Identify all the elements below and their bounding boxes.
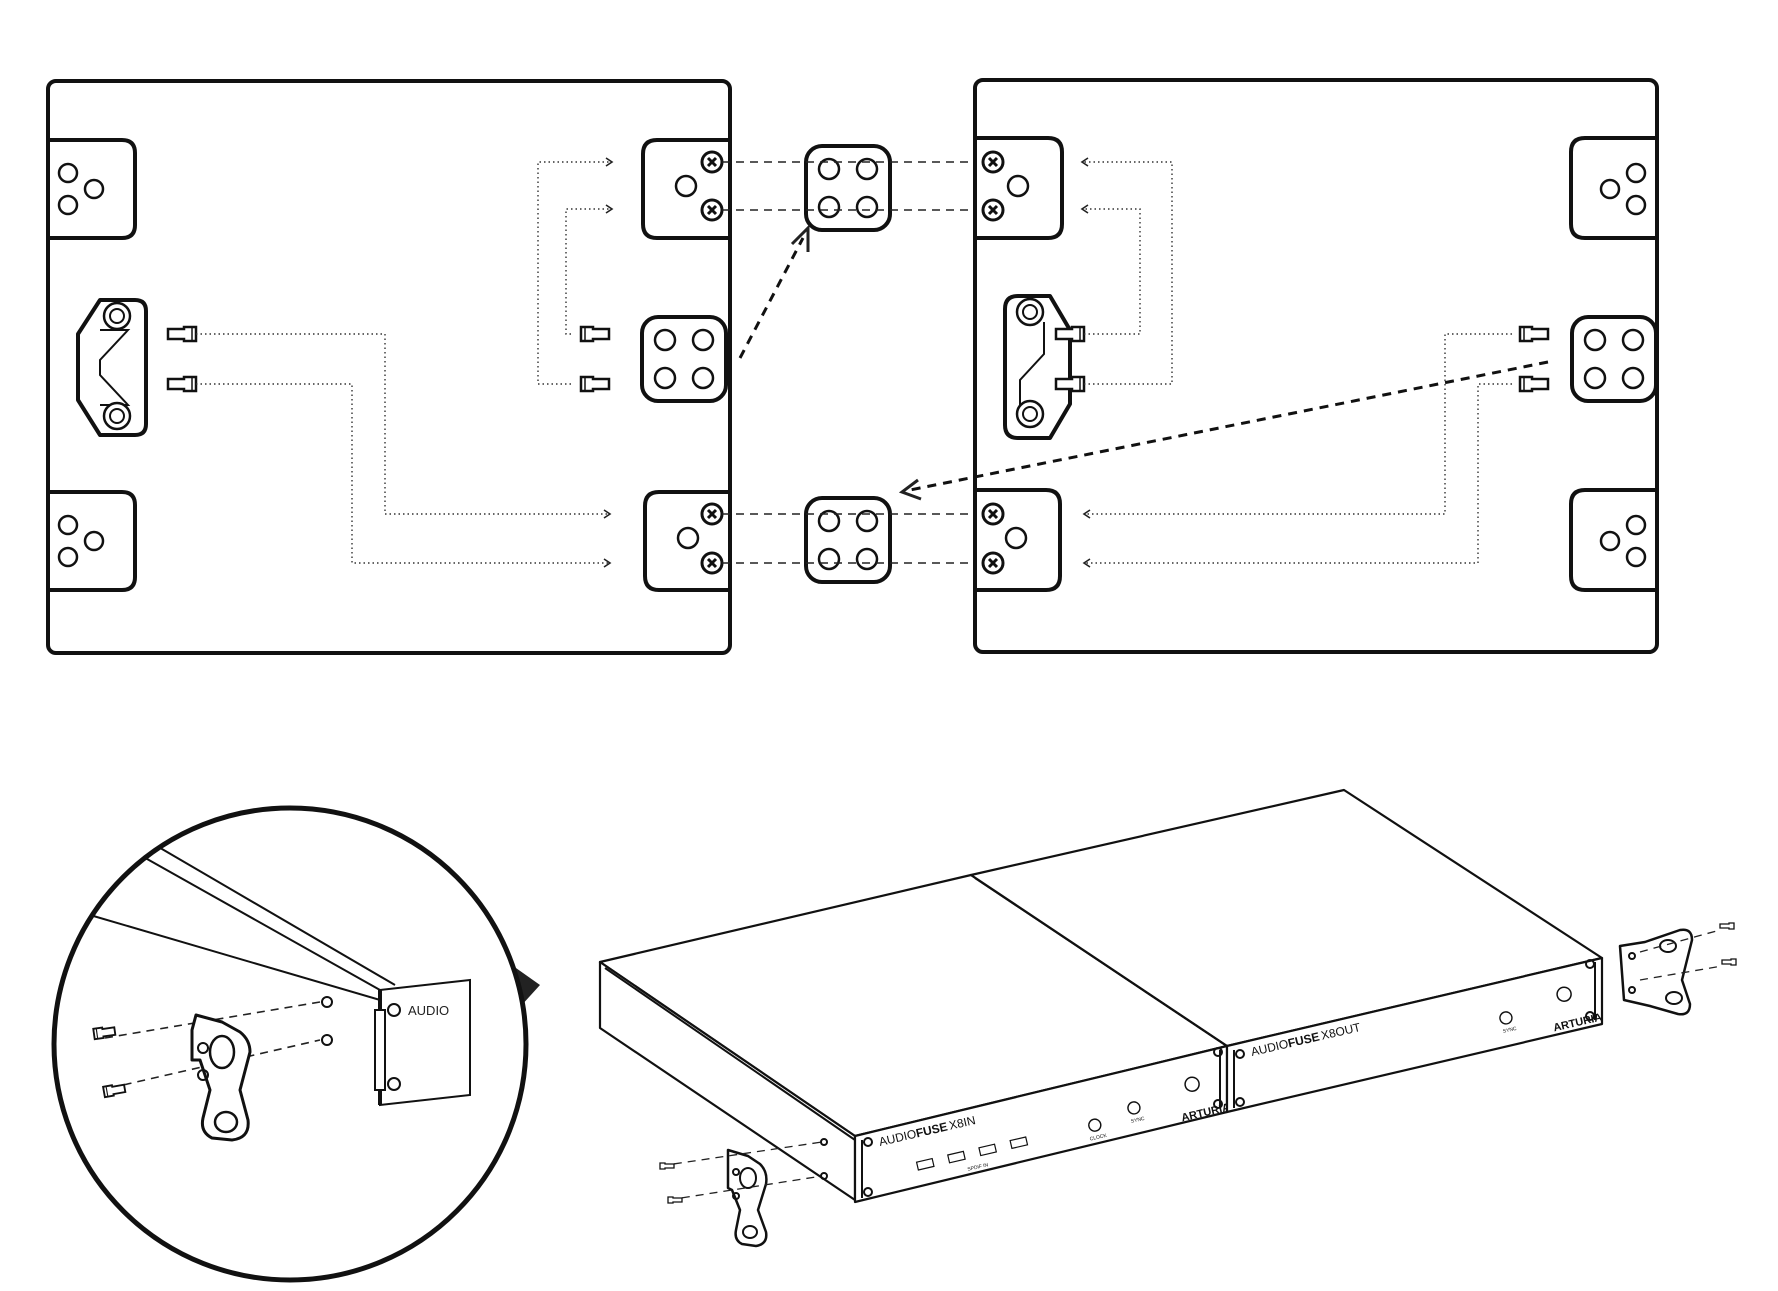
- screw-icon: [1054, 375, 1086, 393]
- sync-label: SYNC: [1502, 1026, 1517, 1035]
- zoom-detail: AUDIO: [51, 805, 540, 1283]
- rack-ear-stored-right: [1003, 294, 1072, 440]
- screw-icon: [166, 325, 198, 343]
- rack-ear-stored-left: [76, 298, 148, 437]
- move-arrow: [738, 237, 805, 359]
- rack-ear-zoom: [190, 1013, 252, 1142]
- foot-right-top: [641, 138, 730, 240]
- spdif-in-label: SPDIF IN: [967, 1162, 989, 1173]
- zoom-brand-label: AUDIO: [408, 1003, 449, 1018]
- foot-right-bottom: [643, 490, 730, 592]
- joining-plate: [1570, 315, 1658, 403]
- rack-ear-left: [659, 1138, 828, 1248]
- clock-label: CLOCK: [1089, 1133, 1108, 1143]
- sync-label: SYNC: [1130, 1116, 1145, 1125]
- joining-plate-bottom: [804, 496, 892, 584]
- rack-assembly: AUDIOFUSEX8IN SPDIF IN CLOCK SYNC ARTURI…: [598, 788, 1737, 1248]
- foot-left-top: [48, 138, 137, 240]
- foot-left-bottom: [48, 490, 137, 592]
- joining-plate: [640, 315, 728, 403]
- screw-icon: [579, 325, 611, 343]
- rack-ear-right: [1618, 922, 1737, 1016]
- screw-icon: [166, 375, 198, 393]
- screw-icon: [1518, 375, 1550, 393]
- joining-plate-top: [804, 144, 892, 232]
- screw-icon: [1054, 325, 1086, 343]
- screw-icon: [1518, 325, 1550, 343]
- unit-bottom-view-right: [973, 78, 1659, 654]
- screw-icon: [579, 375, 611, 393]
- unit-bottom-view-left: [46, 79, 732, 655]
- move-arrow: [909, 360, 1549, 492]
- unit-out-front: [1225, 956, 1604, 1114]
